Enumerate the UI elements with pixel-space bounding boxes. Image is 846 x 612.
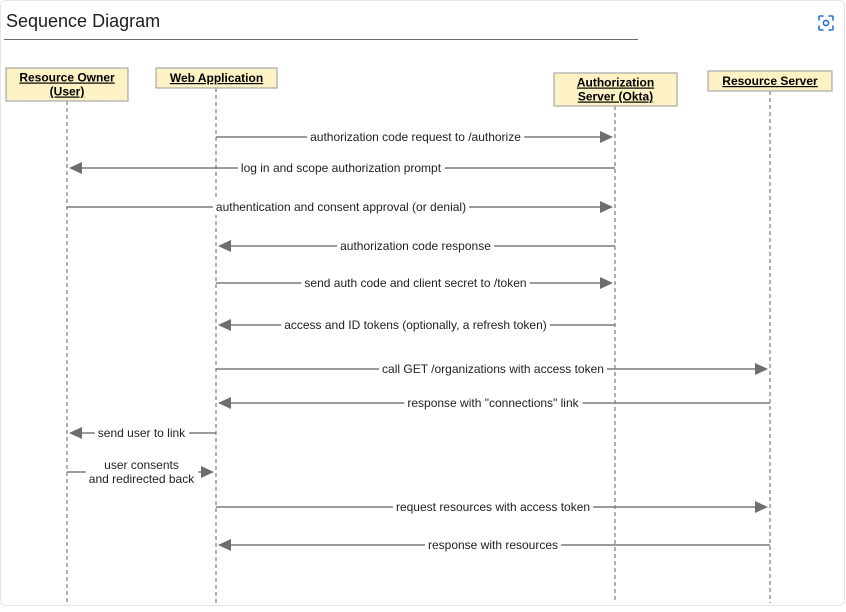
arrowhead-icon xyxy=(218,240,231,252)
scan-icon xyxy=(818,15,834,31)
participant-box-authz xyxy=(553,72,678,107)
participant-label-resource: Resource Server xyxy=(722,74,818,88)
message-label-bg xyxy=(281,317,550,333)
message-label: user consents xyxy=(104,458,179,472)
message-label: call GET /organizations with access toke… xyxy=(382,362,604,376)
message-label-bg xyxy=(212,199,470,215)
arrowhead-icon xyxy=(69,162,82,174)
message-label: send auth code and client secret to /tok… xyxy=(304,276,526,290)
message-label-bg xyxy=(307,129,525,145)
message-label-bg xyxy=(237,160,445,176)
message-label: response with resources xyxy=(428,538,558,552)
message-label: request resources with access token xyxy=(396,500,590,514)
message-label-bg xyxy=(101,457,182,473)
message-label: authorization code response xyxy=(340,239,491,253)
arrowhead-icon xyxy=(218,539,231,551)
message-label-bg xyxy=(424,537,562,553)
participant-label-owner: Resource Owner xyxy=(19,71,115,85)
message-label: authentication and consent approval (or … xyxy=(216,200,466,214)
participant-box-owner xyxy=(5,67,129,102)
message-label-bg xyxy=(301,275,530,291)
arrowhead-icon xyxy=(600,131,613,143)
participant-label-authz: Server (Okta) xyxy=(578,90,653,104)
message-label: and redirected back xyxy=(89,472,195,486)
arrowhead-icon xyxy=(600,201,613,213)
participant-label-owner: (User) xyxy=(50,85,85,99)
title-divider xyxy=(4,39,638,40)
message-label: authorization code request to /authorize xyxy=(310,130,521,144)
arrowhead-icon xyxy=(201,466,214,478)
message-label: send user to link xyxy=(98,426,186,440)
participant-label-authz: Authorization xyxy=(577,76,654,90)
message-label-bg xyxy=(94,425,190,441)
arrowhead-icon xyxy=(755,363,768,375)
scan-button[interactable] xyxy=(813,11,839,35)
message-label-bg xyxy=(404,395,583,411)
message-label-bg xyxy=(379,361,607,377)
message-label: access and ID tokens (optionally, a refr… xyxy=(284,318,547,332)
message-label: log in and scope authorization prompt xyxy=(241,161,442,175)
arrowhead-icon xyxy=(755,501,768,513)
participant-box-webapp xyxy=(155,67,278,89)
message-label-bg xyxy=(392,499,594,515)
arrowhead-icon xyxy=(600,277,613,289)
message-label-bg xyxy=(85,471,199,487)
arrowhead-icon xyxy=(69,427,82,439)
message-label-bg xyxy=(337,238,495,254)
arrowhead-icon xyxy=(218,397,231,409)
arrowhead-icon xyxy=(218,319,231,331)
message-label: response with "connections" link xyxy=(407,396,579,410)
page-title: Sequence Diagram xyxy=(6,11,161,31)
participant-box-resource xyxy=(707,70,833,92)
participant-label-webapp: Web Application xyxy=(170,71,263,85)
